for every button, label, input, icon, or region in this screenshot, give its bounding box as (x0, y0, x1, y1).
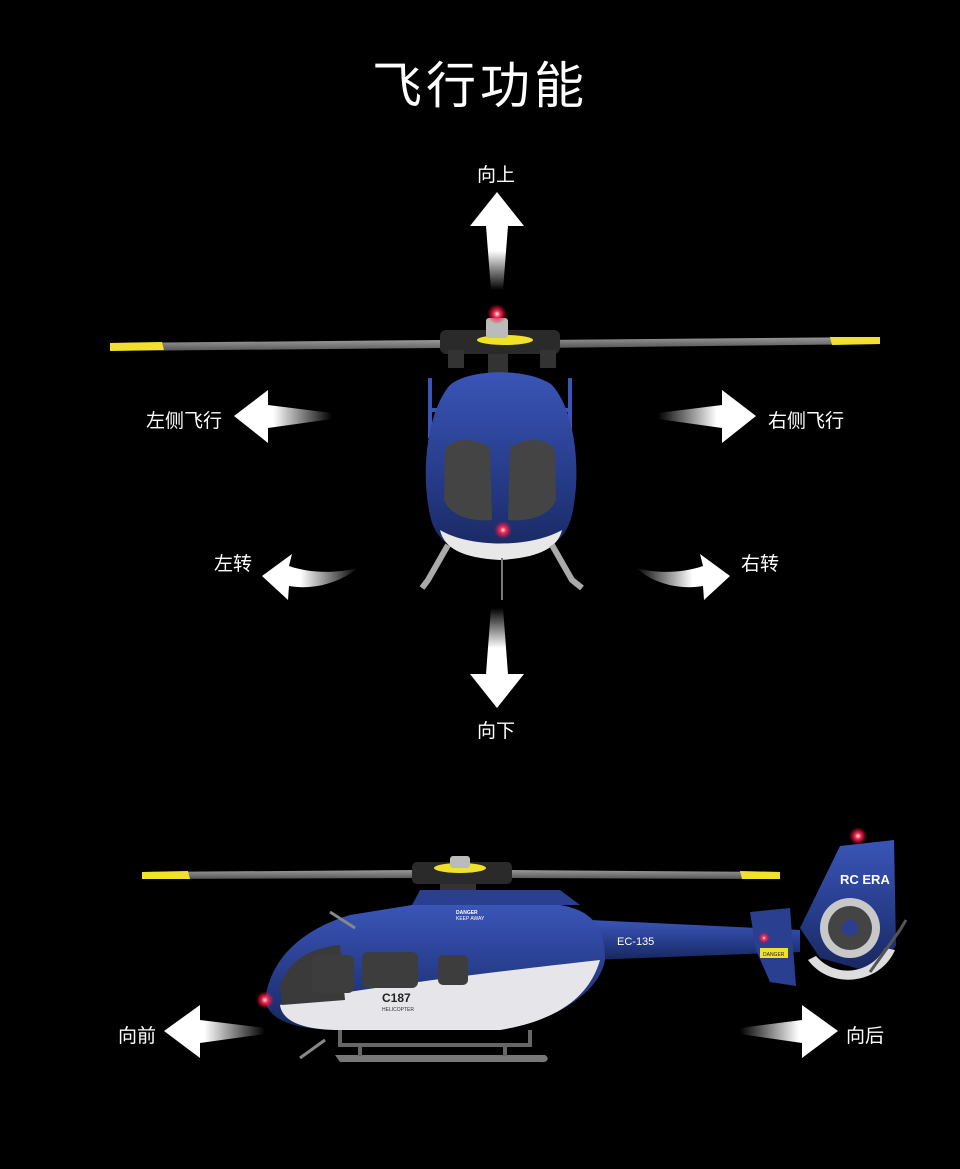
turn-right-icon (636, 554, 730, 600)
arrow-right-icon (658, 390, 756, 443)
keep-away-text: KEEP AWAY (456, 916, 485, 922)
arrow-left-icon (234, 390, 332, 443)
label-up: 向上 (477, 164, 516, 186)
label-turn-left: 左转 (214, 553, 253, 575)
tail-logo: RC ERA (840, 872, 890, 887)
helicopter-front-view (110, 304, 880, 600)
body-model-text: C187 (382, 991, 411, 1005)
label-backward: 向后 (846, 1025, 885, 1047)
label-right-side: 右侧飞行 (768, 410, 845, 432)
turn-left-icon (262, 554, 358, 600)
arrow-up-icon (470, 192, 524, 290)
arrow-backward-icon (740, 1005, 838, 1058)
page-title: 飞行功能 (372, 57, 588, 115)
label-left-side: 左侧飞行 (146, 410, 223, 432)
tail-danger-text: DANGER (763, 952, 785, 958)
body-sub-text: HELICOPTER (382, 1007, 414, 1013)
arrow-down-icon (470, 608, 524, 708)
helicopter-side-view: RC ERA EC-135 C187 HELICOPTER DANGER KEE… (142, 827, 908, 1063)
danger-text: DANGER (456, 910, 478, 916)
label-forward: 向前 (118, 1025, 157, 1047)
label-turn-right: 右转 (741, 553, 780, 575)
tail-model-text: EC-135 (617, 936, 654, 948)
arrow-forward-icon (164, 1005, 265, 1058)
label-down: 向下 (477, 720, 516, 742)
